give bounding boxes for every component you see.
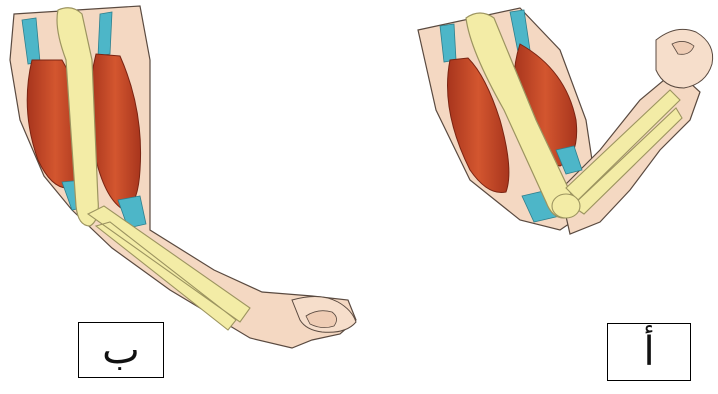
extended-arm-forearm-bones xyxy=(88,206,250,330)
flexed-arm-elbow xyxy=(552,194,580,218)
flexed-arm-fist xyxy=(656,29,713,88)
label-box-a: أ xyxy=(607,323,691,381)
label-b-text: ب xyxy=(102,330,140,370)
extended-arm xyxy=(10,6,356,348)
label-box-b: ب xyxy=(78,322,164,378)
label-a-text: أ xyxy=(643,332,654,372)
flexed-arm xyxy=(418,8,713,234)
